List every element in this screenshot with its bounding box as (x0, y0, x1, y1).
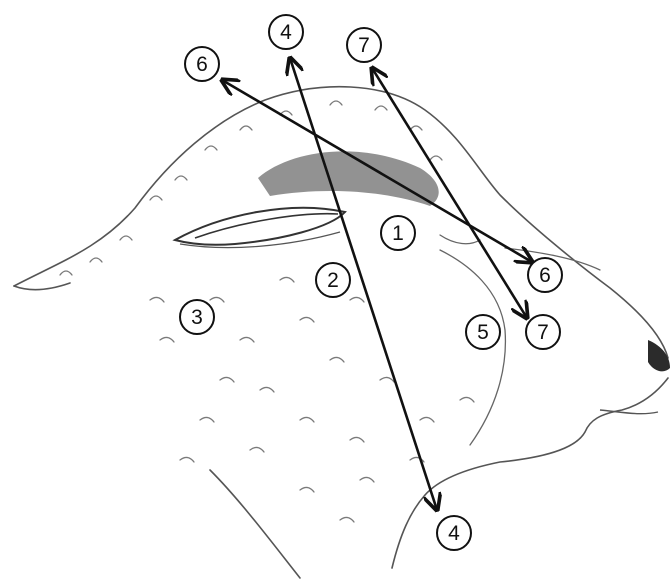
marker-7-top: 7 (346, 27, 382, 63)
marker-6-bottom: 6 (527, 257, 563, 293)
marker-3: 3 (179, 299, 215, 335)
nose (600, 340, 670, 414)
marker-7-bottom: 7 (525, 314, 561, 350)
marker-5: 5 (465, 314, 501, 350)
jaw-contours (440, 235, 600, 445)
marker-2: 2 (315, 262, 351, 298)
marker-4-top: 4 (268, 14, 304, 50)
marker-1: 1 (380, 215, 416, 251)
marker-4-bottom: 4 (436, 515, 472, 551)
marker-6-top: 6 (184, 46, 220, 82)
fleece-texture (60, 101, 474, 522)
